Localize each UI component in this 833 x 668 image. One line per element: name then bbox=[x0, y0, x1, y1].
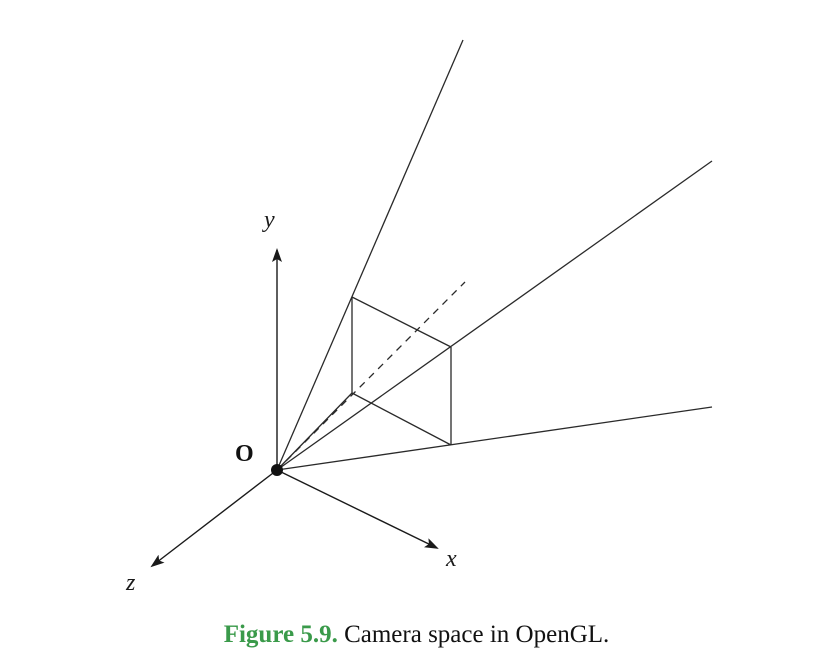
origin-label: O bbox=[235, 441, 254, 467]
figure-caption: Figure 5.9. Camera space in OpenGL. bbox=[0, 619, 833, 651]
figure-number-label: Figure 5.9. bbox=[223, 621, 338, 648]
origin-point bbox=[271, 464, 283, 476]
x-axis-arrow bbox=[276, 469, 439, 549]
z-axis-label: z bbox=[125, 570, 136, 596]
near-plane-bottom-edge bbox=[351, 392, 452, 446]
near-plane-top-edge bbox=[351, 296, 452, 348]
view-direction-dashed-line bbox=[276, 281, 466, 471]
frustum-ray-lower-right bbox=[276, 406, 713, 471]
x-axis-label: x bbox=[445, 546, 457, 572]
z-axis-arrow bbox=[150, 469, 278, 568]
frustum-ray-top bbox=[276, 39, 464, 471]
y-axis-label: y bbox=[262, 207, 275, 233]
frustum-ray-upper-right bbox=[276, 160, 713, 471]
figure-caption-text: Camera space in OpenGL. bbox=[337, 621, 610, 648]
